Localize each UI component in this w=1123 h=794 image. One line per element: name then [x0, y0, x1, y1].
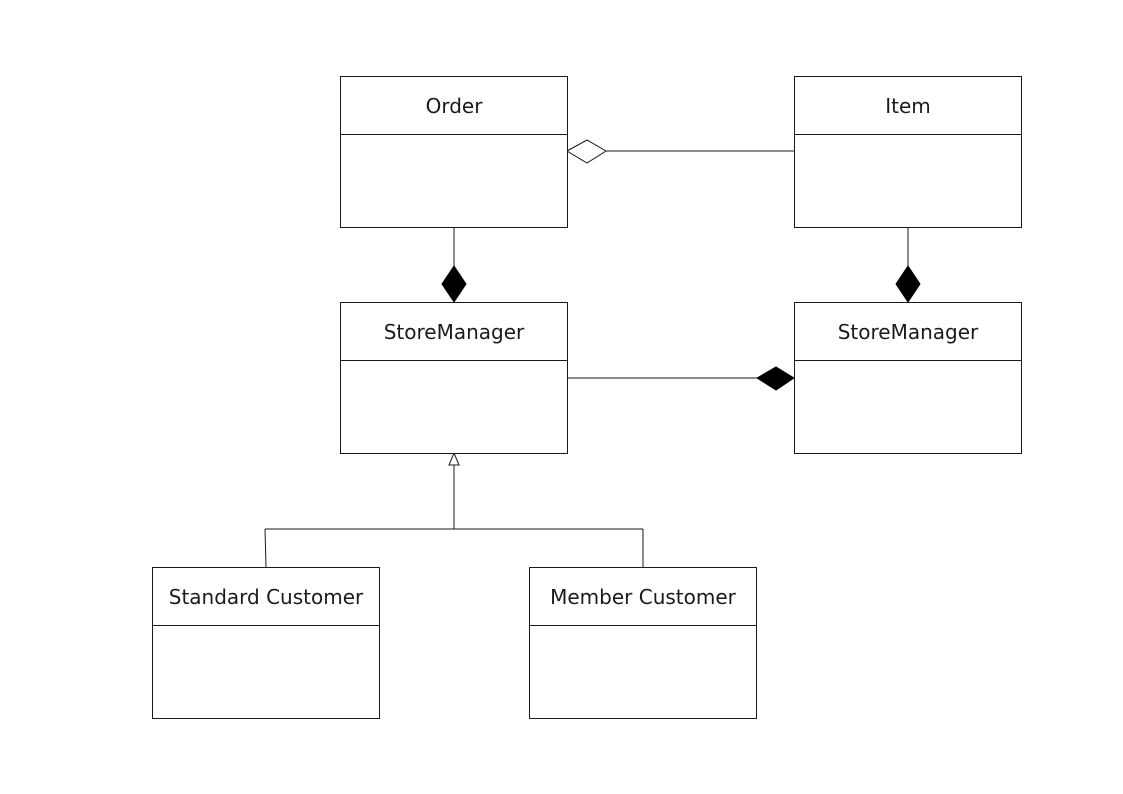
class-body — [530, 626, 756, 718]
class-name: Standard Customer — [153, 568, 379, 626]
composition-diamond-icon — [756, 366, 795, 391]
class-body — [795, 361, 1021, 453]
class-order[interactable]: Order — [340, 76, 568, 228]
composition-diamond-icon — [895, 265, 921, 303]
class-name: Item — [795, 77, 1021, 135]
class-name: Order — [341, 77, 567, 135]
aggregation-diamond-icon — [565, 139, 607, 164]
class-body — [153, 626, 379, 718]
class-name: StoreManager — [795, 303, 1021, 361]
class-body — [795, 135, 1021, 227]
class-item[interactable]: Item — [794, 76, 1022, 228]
composition-diamond-icon — [441, 265, 467, 303]
class-body — [341, 361, 567, 453]
class-store-manager-right[interactable]: StoreManager — [794, 302, 1022, 454]
class-name: StoreManager — [341, 303, 567, 361]
generalization-branch-standard-customer — [264, 528, 267, 568]
class-member-customer[interactable]: Member Customer — [529, 567, 757, 719]
generalization-triangle-icon — [448, 451, 460, 466]
class-standard-customer[interactable]: Standard Customer — [152, 567, 380, 719]
class-store-manager-left[interactable]: StoreManager — [340, 302, 568, 454]
class-body — [341, 135, 567, 227]
class-name: Member Customer — [530, 568, 756, 626]
